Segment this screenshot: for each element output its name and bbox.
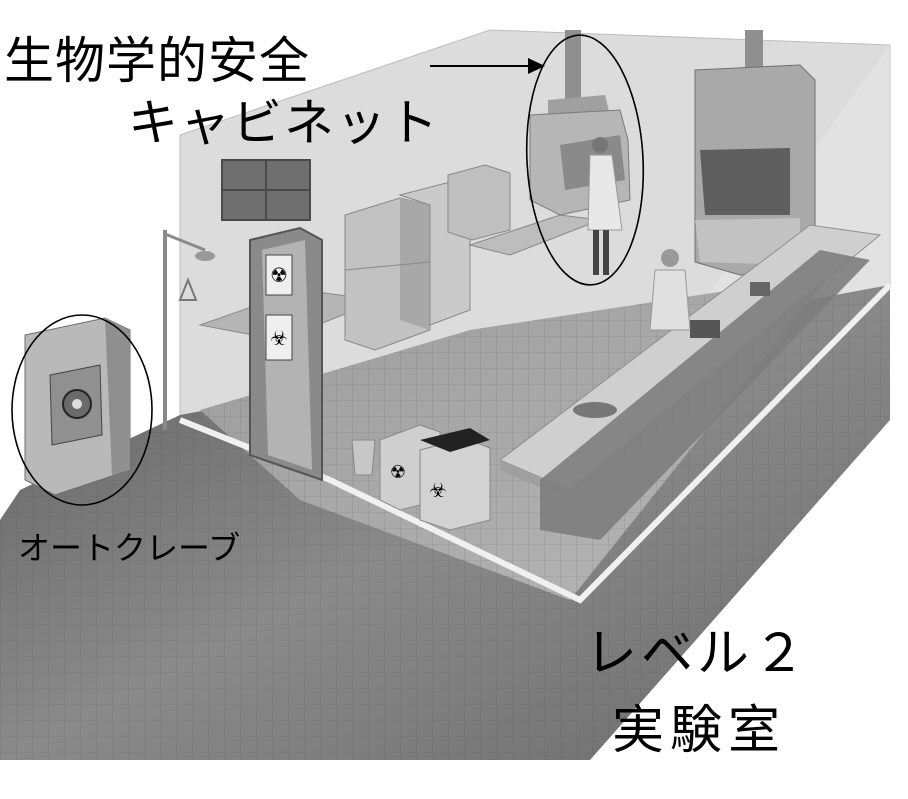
level-label: レベル２ [585,624,810,684]
arrow-right-icon [430,58,545,74]
laboratory-label: 実験室 [612,701,787,761]
autoclave-highlight [11,314,153,506]
autoclave-label: オートクレーブ [18,529,241,567]
autoclave [24,317,131,496]
scientist-figure [587,137,623,275]
emergency-shower [163,230,215,430]
incubator [447,164,511,241]
biohazard-icon: ☣ [270,326,288,350]
waste-bins: ☢ ☣ [351,424,491,531]
scientist-figure-2 [649,249,691,331]
sink [573,402,617,418]
biosafety-cabinet-label-line2: キャビネット [128,94,440,152]
radiation-icon: ☢ [270,263,288,287]
bsc-highlight [525,34,645,286]
biosafety-cabinet-label-line1: 生物学的安全 [4,32,310,90]
island-bench [499,224,882,540]
door-frame: ☢ ☣ [249,226,323,482]
svg-text:☢: ☢ [390,462,406,483]
svg-text:☣: ☣ [429,478,447,502]
